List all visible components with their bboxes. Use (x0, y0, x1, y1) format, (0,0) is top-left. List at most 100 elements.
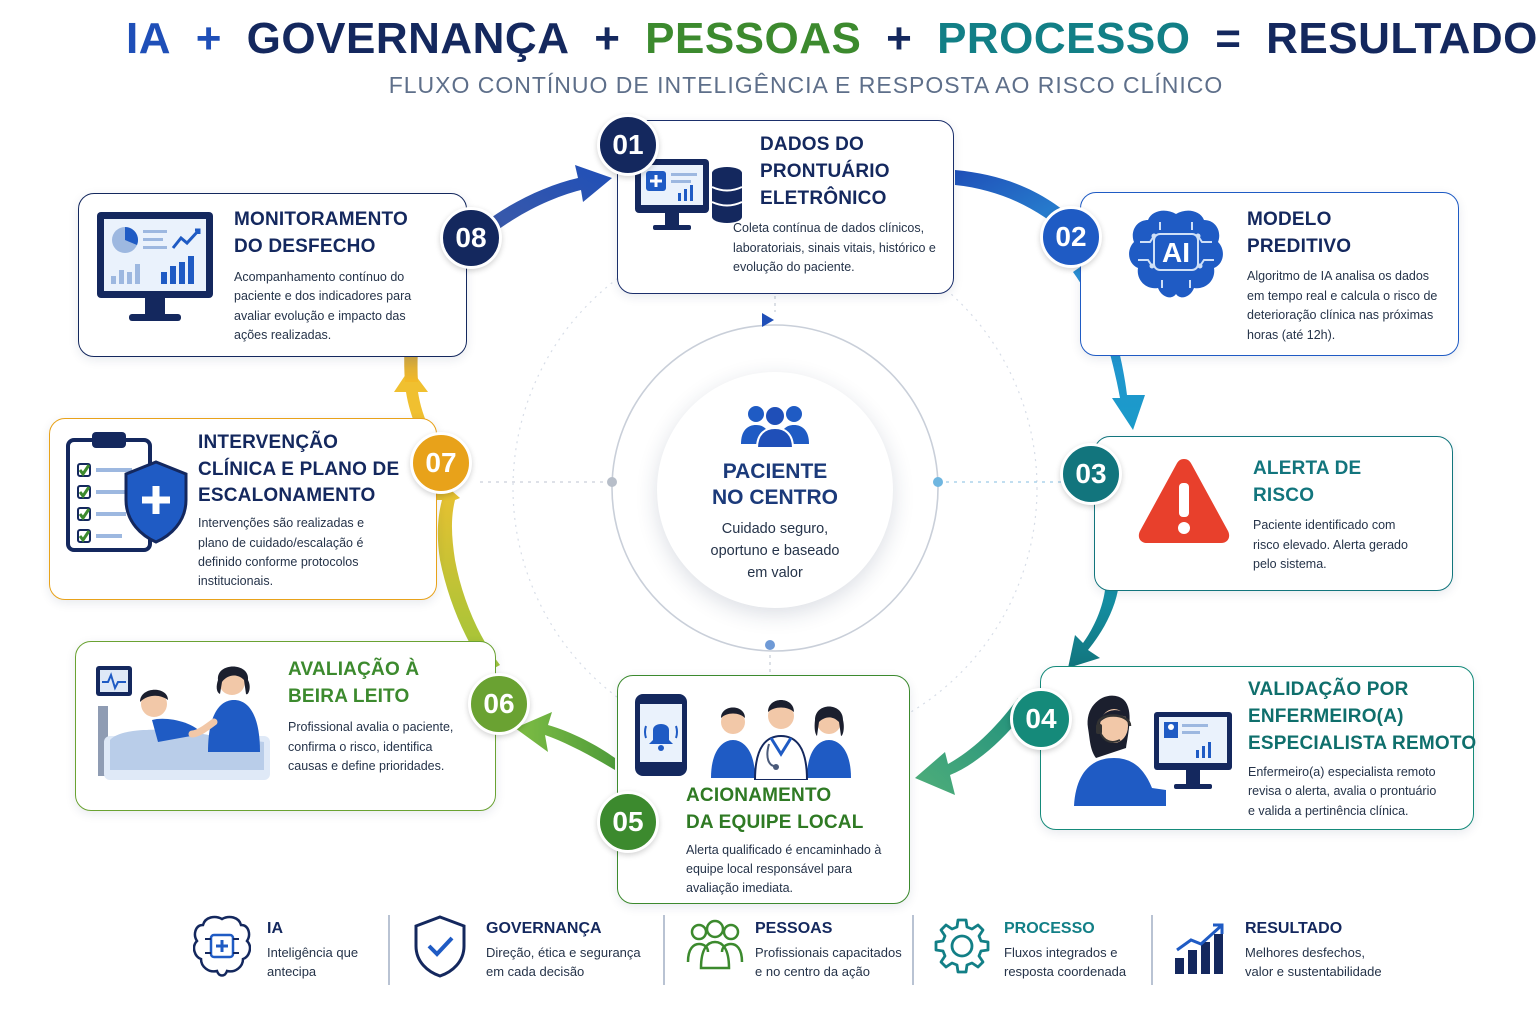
center-title-line2: NO CENTRO (712, 486, 838, 509)
phone-team-icon (635, 694, 851, 780)
footer-ia-text-line2: antecipa (267, 964, 317, 979)
step-06-text-line1: Profissional avalia o paciente, (288, 720, 454, 734)
step-01-text-line1: Coleta contínua de dados clínicos, (733, 221, 925, 235)
footer-processo-text-line2: resposta coordenada (1004, 964, 1127, 979)
step-02-text-line3: deterioração clínica nas próximas (1247, 308, 1434, 322)
step-06-badge: 06 (468, 673, 530, 735)
footer-divider-1 (388, 915, 390, 985)
step-01-title-line2: PRONTUÁRIO (760, 161, 890, 182)
title-plus-3: + (886, 14, 913, 63)
step-05-title-line2: DA EQUIPE LOCAL (686, 812, 864, 833)
step-05-text-line2: equipe local responsável para (686, 862, 853, 876)
footer-governanca-title: GOVERNANÇA (486, 920, 602, 937)
footer-ia-text-line1: Inteligência que (267, 945, 359, 960)
footer-processo-title: PROCESSO (1004, 920, 1095, 937)
footer-resultado-text-line1: Melhores desfechos, (1245, 945, 1365, 960)
center-text-line1: Cuidado seguro, (721, 521, 829, 537)
arrow-06-07 (422, 470, 500, 672)
title-part-processo: PROCESSO (937, 14, 1191, 63)
ai-brain-label: AI (1162, 237, 1190, 268)
step-01-badge: 01 (597, 114, 659, 176)
footer-pessoas-text-line2: e no centro da ação (755, 964, 870, 979)
step-07-badge: 07 (410, 432, 472, 494)
step-03-text-line1: Paciente identificado com (1253, 518, 1396, 532)
outer-dotted-ring (512, 225, 1038, 751)
step-03-title-line1: ALERTA DE (1253, 458, 1362, 479)
gear-icon (934, 918, 990, 974)
footer-resultado-text-line2: valor e sustentabilidade (1245, 964, 1382, 979)
step-04-title-line2: ENFERMEIRO(A) (1248, 706, 1404, 727)
center-text-line3: em valor (747, 565, 803, 581)
title-plus-1: + (195, 14, 222, 63)
ai-chip-icon (193, 915, 251, 977)
step-08-text-line3: avaliar evolução e impacto das (234, 309, 406, 323)
step-07-text-line3: definido conforme protocolos (198, 555, 359, 569)
step-01-text-line2: laboratoriais, sinais vitais, histórico … (733, 241, 936, 255)
shield-check-icon (414, 915, 466, 978)
people-group-icon (741, 405, 809, 448)
step-01-title-line3: ELETRÔNICO (760, 188, 887, 209)
step-05-title-line1: ACIONAMENTO (686, 785, 832, 806)
center-text-line2: oportuno e baseado (710, 543, 840, 559)
growth-chart-icon (1175, 923, 1224, 974)
remote-nurse-icon (1074, 695, 1232, 806)
step-02-text-line2: em tempo real e calcula o risco de (1247, 289, 1438, 303)
step-04-text-line3: e valida a pertinência clínica. (1248, 804, 1409, 818)
step-01-title-line1: DADOS DO (760, 134, 864, 155)
footer-divider-2 (663, 915, 665, 985)
footer-pessoas-title: PESSOAS (755, 920, 833, 937)
footer-governanca-text-line1: Direção, ética e segurança (486, 945, 641, 960)
title-part-pessoas: PESSOAS (645, 14, 862, 63)
ring-top-arrow (762, 313, 774, 327)
arrow-03-04 (1068, 590, 1118, 668)
footer-ia-title: IA (267, 920, 283, 937)
step-06-title-line1: AVALIAÇÃO À (288, 659, 420, 680)
step-07-text-line1: Intervenções são realizadas e (198, 516, 365, 530)
warning-triangle-icon (1138, 459, 1230, 543)
arrow-05-06 (515, 712, 615, 770)
arrow-08-01 (485, 165, 612, 232)
ai-brain-icon: AI (1129, 210, 1223, 298)
step-07-title-line2: CLÍNICA E PLANO DE (198, 459, 400, 480)
bedside-care-icon (96, 666, 270, 780)
footer-divider-3 (912, 915, 914, 985)
step-04-text-line1: Enfermeiro(a) especialista remoto (1248, 765, 1436, 779)
step-05-text-line3: avaliação imediata. (686, 881, 794, 895)
step-03-title-line2: RISCO (1253, 485, 1315, 506)
step-08-title-line2: DO DESFECHO (234, 236, 376, 257)
step-04-text-line2: revisa o alerta, avalia o prontuário (1248, 784, 1437, 798)
step-04-title-line3: ESPECIALISTA REMOTO (1248, 733, 1477, 754)
step-07-title-line3: ESCALONAMENTO (198, 485, 376, 506)
arrow-07-08-tip (394, 368, 430, 432)
step-02-title-line2: PREDITIVO (1247, 236, 1352, 257)
step-02-text-line1: Algoritmo de IA analisa os dados (1247, 269, 1430, 283)
ring-node-bottom (765, 640, 775, 650)
step-07-title-line1: INTERVENÇÃO (198, 432, 339, 453)
footer-pessoas-text-line1: Profissionais capacitados (755, 945, 902, 960)
step-06-title-line2: BEIRA LEITO (288, 686, 410, 707)
inner-ring (611, 324, 939, 652)
footer-governanca-text-line2: em cada decisão (486, 964, 585, 979)
step-08-title-line1: MONITORAMENTO (234, 209, 408, 230)
title-part-resultado: RESULTADO (1266, 14, 1536, 63)
step-04-title-line1: VALIDAÇÃO POR (1248, 679, 1409, 700)
step-02-text-line4: horas (até 12h). (1247, 328, 1336, 342)
dashboard-monitor-icon (97, 212, 213, 321)
checklist-shield-icon (66, 432, 188, 552)
ring-node-right (933, 477, 943, 487)
step-02-title-line1: MODELO (1247, 209, 1332, 230)
step-03-badge: 03 (1060, 443, 1122, 505)
ring-node-left (607, 477, 617, 487)
step-08-badge: 08 (440, 207, 502, 269)
step-01-text-line3: evolução do paciente. (733, 260, 855, 274)
step-08-text-line4: ações realizadas. (234, 328, 332, 342)
page-title: IA + GOVERNANÇA + PESSOAS + PROCESSO = R… (0, 14, 1536, 64)
title-part-governanca: GOVERNANÇA (246, 14, 570, 63)
step-06-text-line2: confirma o risco, identifica (288, 740, 433, 754)
title-part-ia: IA (126, 14, 171, 63)
step-07-text-line2: plano de cuidado/escalação é (198, 536, 364, 550)
page-subtitle: FLUXO CONTÍNUO DE INTELIGÊNCIA E RESPOST… (388, 72, 1224, 98)
step-08-text-line1: Acompanhamento contínuo do (234, 270, 405, 284)
step-05-badge: 05 (597, 791, 659, 853)
footer-divider-4 (1151, 915, 1153, 985)
